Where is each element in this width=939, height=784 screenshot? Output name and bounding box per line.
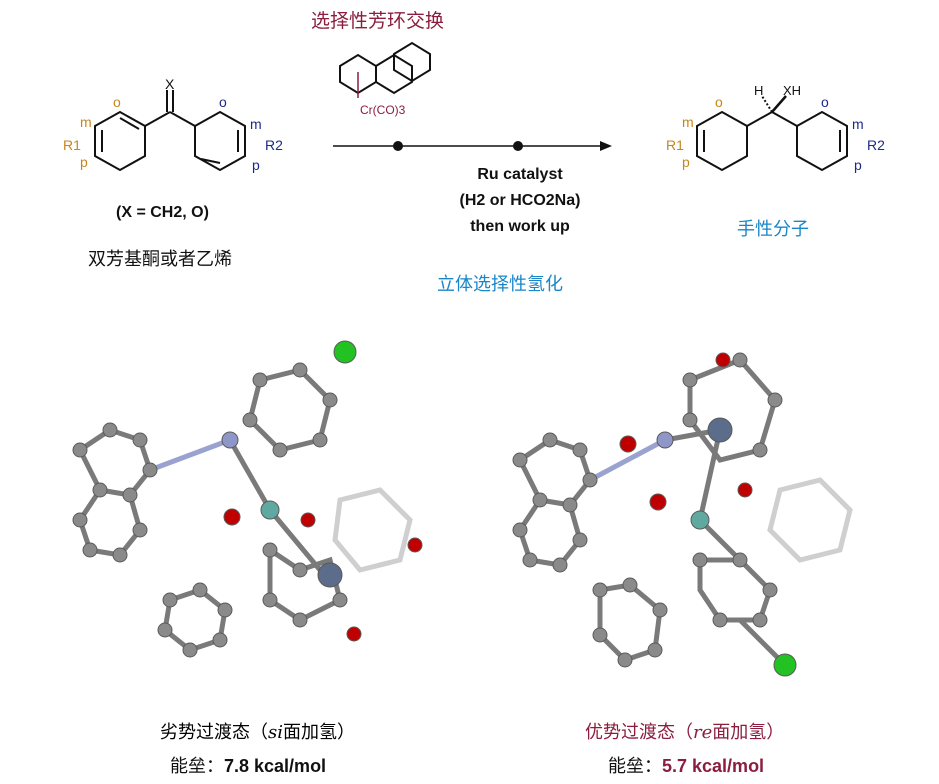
favored-caption-suffix: 面加氢） bbox=[712, 722, 785, 743]
reaction-scheme: X o m R1 p o m R2 p Cr(CO)3 H XH o m R1 bbox=[63, 41, 885, 173]
product-r1-label: R1 bbox=[666, 137, 684, 153]
disfavored-caption-face: si bbox=[268, 722, 283, 743]
condition-reductant: (H2 or HCO2Na) bbox=[459, 192, 581, 209]
product-r2-label: R2 bbox=[867, 137, 885, 153]
product-p-left-label: p bbox=[682, 154, 690, 170]
product-h-label: H bbox=[754, 83, 763, 98]
transition-state-models bbox=[72, 340, 853, 677]
arrow-dot-2 bbox=[513, 141, 523, 151]
substrate-m-right-label: m bbox=[250, 116, 262, 132]
condition-workup: then work up bbox=[470, 218, 570, 235]
substrate-name: 双芳基酮或者乙烯 bbox=[88, 249, 232, 270]
disfavored-caption-suffix: 面加氢） bbox=[283, 722, 355, 743]
substrate-note: (X = CH2, O) bbox=[116, 204, 209, 221]
substrate-m-left-label: m bbox=[80, 114, 92, 130]
product-structure: H XH o m R1 p o m R2 p bbox=[666, 83, 885, 173]
disfavored-energy-label: 能垒： bbox=[170, 756, 224, 777]
substrate-r2-label: R2 bbox=[265, 137, 283, 153]
favored-energy-value: 5.7 kcal/mol bbox=[662, 756, 765, 776]
product-xh-label: XH bbox=[783, 83, 801, 98]
substrate-structure: X o m R1 p o m R2 p bbox=[63, 76, 283, 173]
favored-caption-prefix: 优势过渡态（ bbox=[585, 722, 693, 743]
condition-catalyst: Ru catalyst bbox=[477, 166, 563, 183]
arrow-dot-1 bbox=[393, 141, 403, 151]
disfavored-caption-prefix: 劣势过渡态（ bbox=[160, 722, 268, 743]
favored-ts-caption: 优势过渡态（re面加氢） bbox=[585, 718, 784, 744]
product-m-right-label: m bbox=[852, 116, 864, 132]
favored-energy: 能垒：5.7 kcal/mol bbox=[608, 752, 764, 778]
substrate-o-left-label: o bbox=[113, 94, 121, 110]
disfavored-energy-value: 7.8 kcal/mol bbox=[224, 756, 327, 776]
substrate-p-right-label: p bbox=[252, 157, 260, 173]
product-m-left-label: m bbox=[682, 114, 694, 130]
favored-ts-model bbox=[512, 352, 853, 677]
substrate-p-left-label: p bbox=[80, 154, 88, 170]
favored-caption-face: re bbox=[693, 722, 713, 743]
product-o-left-label: o bbox=[715, 94, 723, 110]
product-o-right-label: o bbox=[821, 94, 829, 110]
disfavored-energy: 能垒：7.8 kcal/mol bbox=[170, 752, 326, 778]
reaction-subtitle: 立体选择性氢化 bbox=[437, 274, 563, 295]
favored-energy-label: 能垒： bbox=[608, 756, 662, 777]
substrate-o-right-label: o bbox=[219, 94, 227, 110]
product-name: 手性分子 bbox=[737, 219, 809, 240]
substrate-x-label: X bbox=[165, 76, 175, 92]
scheme-title: 选择性芳环交换 bbox=[311, 10, 445, 32]
naphthalene-cr-reagent: Cr(CO)3 bbox=[339, 41, 431, 117]
substrate-r1-label: R1 bbox=[63, 137, 81, 153]
disfavored-ts-caption: 劣势过渡态（si面加氢） bbox=[160, 718, 355, 744]
product-p-right-label: p bbox=[854, 157, 862, 173]
disfavored-ts-model bbox=[72, 340, 423, 658]
reagent-label: Cr(CO)3 bbox=[360, 103, 406, 117]
